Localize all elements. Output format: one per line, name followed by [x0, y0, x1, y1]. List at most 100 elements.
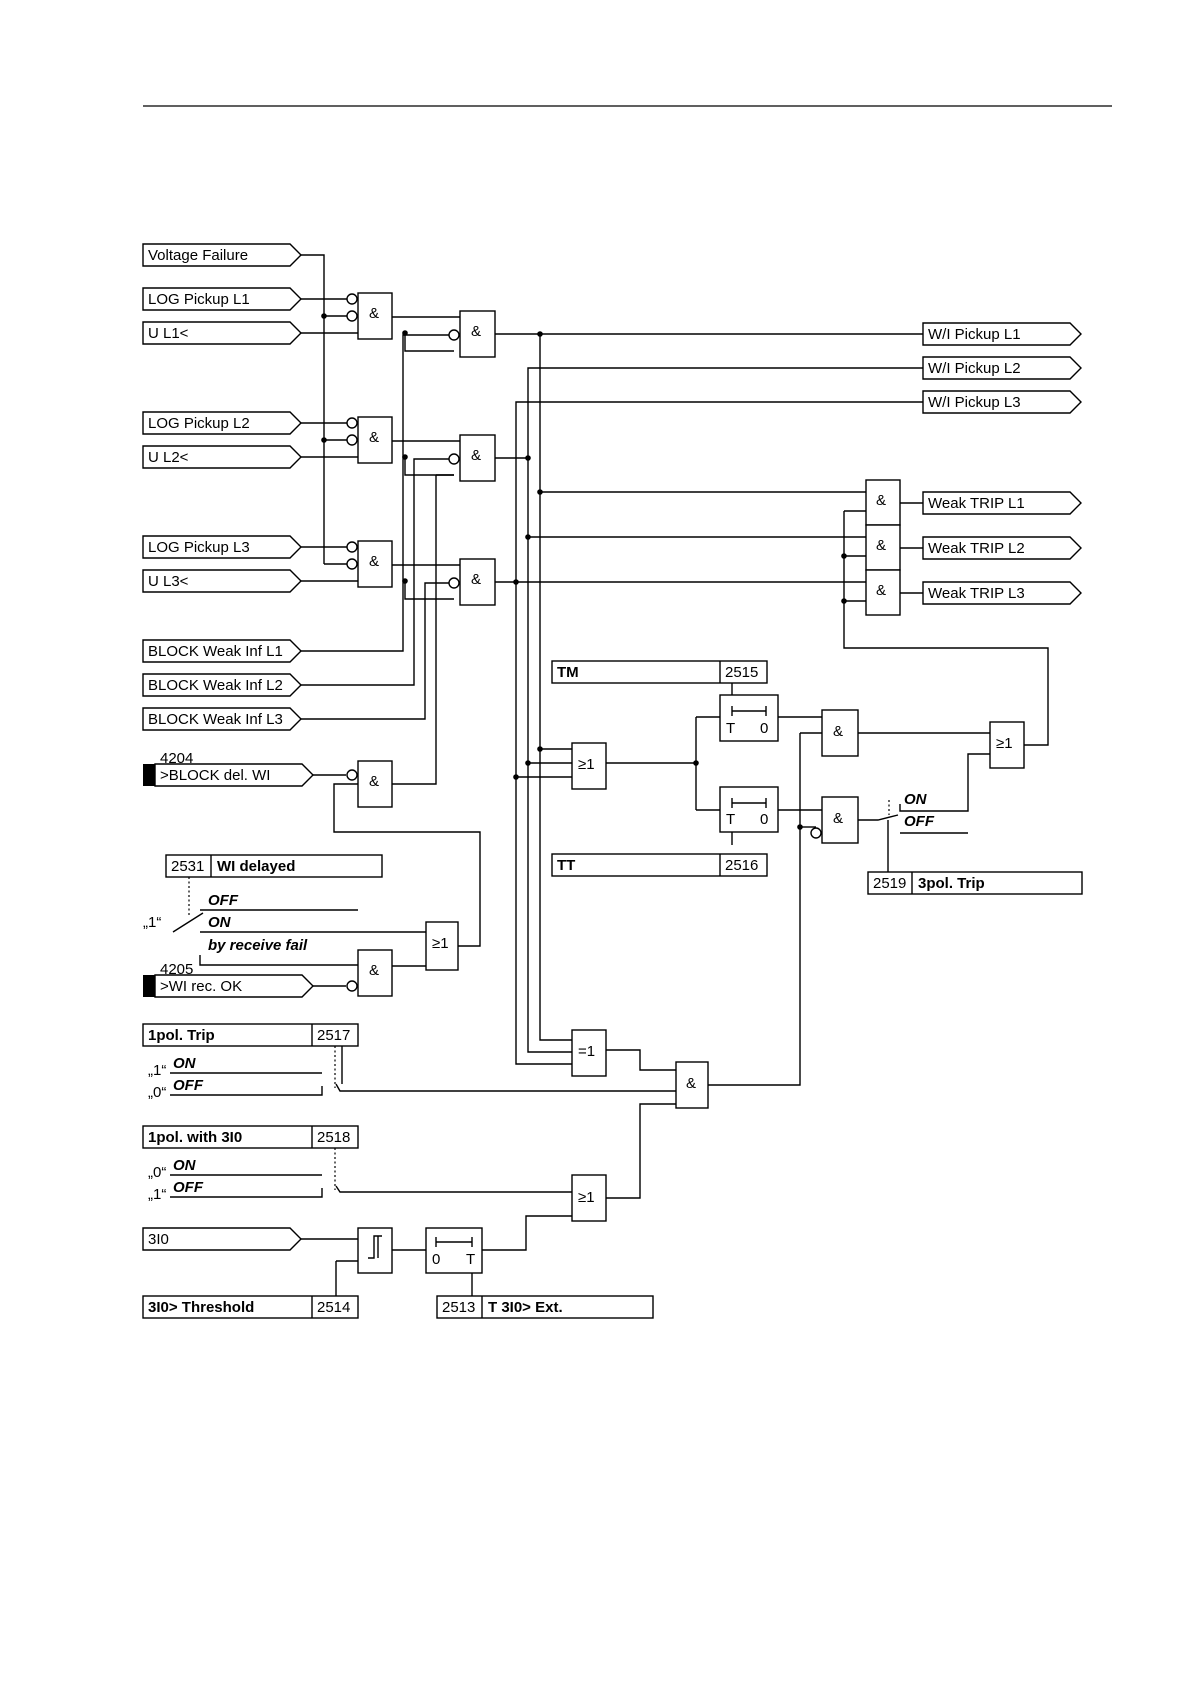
param-tm: [551, 660, 768, 684]
timer-tm-0: 0: [760, 720, 768, 737]
param-tt-number: 2516: [725, 857, 758, 874]
tag-u-l1: [142, 321, 302, 345]
label-u-l3: U L3<: [148, 573, 189, 590]
3pol-on-label: ON: [904, 791, 928, 808]
inverter-l3-a1: [346, 541, 358, 553]
tag-block-l1: [142, 639, 302, 663]
label-wi-pickup-l1: W/I Pickup L1: [928, 326, 1021, 343]
and-gate-l1-a: [357, 292, 393, 340]
and-gate-tt-label: &: [833, 810, 843, 827]
param-3pol-trip-number: 2519: [873, 875, 906, 892]
label-weak-trip-l2: Weak TRIP L2: [928, 540, 1025, 557]
or-gate-wi-delayed: [425, 921, 459, 971]
output-tags: W/I Pickup L1 W/I Pickup L2 W/I Pickup L…: [922, 322, 1082, 605]
inverter-l1-a2: [346, 310, 358, 322]
switch-labels: OFF ON by receive fail „1“ ON OFF „1“ ON…: [143, 791, 935, 1203]
wi-delayed-on-label: ON: [208, 914, 232, 931]
and-gate-wi-rec: [357, 949, 393, 997]
param-wi-delayed: [165, 854, 383, 878]
timer-3i0-t: T: [466, 1251, 475, 1268]
1pol-zero-label: „0“: [148, 1084, 166, 1101]
input-tags: Voltage Failure LOG Pickup L1 U L1< LOG …: [142, 243, 314, 1251]
and-gate-l3-a: [357, 540, 393, 588]
param-tt: [551, 853, 768, 877]
tag-weak-trip-l2: [922, 536, 1082, 560]
param-3pol-trip-name: 3pol. Trip: [918, 875, 985, 892]
and-gate-weak-trip-l3: [865, 569, 901, 616]
and-gate-block-del-label: &: [369, 773, 379, 790]
tag-log-pickup-l2: [142, 411, 302, 435]
label-u-l2: U L2<: [148, 449, 189, 466]
3pol-off-label: OFF: [904, 813, 935, 830]
and-gate-l3-a-label: &: [369, 553, 379, 570]
and-gate-weak-trip-l1-label: &: [876, 492, 886, 509]
label-weak-trip-l3: Weak TRIP L3: [928, 585, 1025, 602]
number-4204: 4204: [160, 750, 193, 767]
param-3i0-threshold-number: 2514: [317, 1299, 350, 1316]
param-3i0-threshold: [142, 1295, 359, 1319]
inverter-tt: [810, 827, 822, 839]
1pol3i0-on-label: ON: [173, 1157, 197, 1174]
inverter-l3-a2: [346, 558, 358, 570]
tag-log-pickup-l3: [142, 535, 302, 559]
xor-gate-label: =1: [578, 1043, 595, 1060]
tag-weak-trip-l3: [922, 581, 1082, 605]
and-gate-l3-b: [459, 558, 496, 606]
threshold-detector: [357, 1227, 393, 1274]
param-3i0-threshold-name: 3I0> Threshold: [148, 1299, 254, 1316]
label-wi-pickup-l3: W/I Pickup L3: [928, 394, 1021, 411]
and-gate-l2-a-label: &: [369, 429, 379, 446]
and-gate-l2-b-label: &: [471, 447, 481, 464]
tag-voltage-failure: [142, 243, 302, 267]
and-gate-tm-label: &: [833, 723, 843, 740]
number-4205: 4205: [160, 961, 193, 978]
inverter-l2-a2: [346, 434, 358, 446]
timer-tt-t: T: [726, 811, 735, 828]
and-gate-block-del: [357, 760, 393, 808]
and-gate-weak-trip-l2-label: &: [876, 537, 886, 554]
tag-u-l3: [142, 569, 302, 593]
param-tt-name: TT: [557, 857, 575, 874]
param-tm-number: 2515: [725, 664, 758, 681]
param-1pol-trip-number: 2517: [317, 1027, 350, 1044]
gates: & & & & & & & & ≥1 &: [346, 292, 1025, 1274]
param-t-3i0-ext: [436, 1295, 654, 1319]
tag-log-pickup-l1: [142, 287, 302, 311]
param-1pol-with-3i0-name: 1pol. with 3I0: [148, 1129, 242, 1146]
timer-3i0: [425, 1227, 483, 1274]
param-wi-delayed-number: 2531: [171, 858, 204, 875]
or-gate-3i0-label: ≥1: [578, 1189, 595, 1206]
and-gate-weak-trip-l2: [865, 524, 901, 571]
param-1pol-with-3i0: [142, 1125, 359, 1149]
label-block-l1: BLOCK Weak Inf L1: [148, 643, 283, 660]
and-gate-weak-trip-l3-label: &: [876, 582, 886, 599]
or-gate-timers-label: ≥1: [578, 756, 595, 773]
label-block-del-wi: >BLOCK del. WI: [160, 767, 270, 784]
and-gate-tt: [821, 796, 859, 844]
label-log-pickup-l3: LOG Pickup L3: [148, 539, 250, 556]
and-gate-l1-b: [459, 310, 496, 358]
and-gate-l1-a-label: &: [369, 305, 379, 322]
parameter-boxes: TM 2515 TT 2516 2531 WI delayed 2519 3po…: [142, 660, 1083, 1319]
1pol-on-label: ON: [173, 1055, 197, 1072]
and-gate-1pol-label: &: [686, 1075, 696, 1092]
label-weak-trip-l1: Weak TRIP L1: [928, 495, 1025, 512]
1pol3i0-zero-label: „0“: [148, 1164, 166, 1181]
and-gate-l2-a: [357, 416, 393, 464]
param-1pol-with-3i0-number: 2518: [317, 1129, 350, 1146]
or-gate-3i0: [571, 1174, 607, 1222]
label-wi-rec-ok: >WI rec. OK: [160, 978, 242, 995]
param-1pol-trip-name: 1pol. Trip: [148, 1027, 215, 1044]
label-log-pickup-l2: LOG Pickup L2: [148, 415, 250, 432]
param-t-3i0-ext-name: T 3I0> Ext.: [488, 1299, 563, 1316]
and-gate-tm: [821, 709, 859, 757]
param-3pol-trip: [867, 871, 1083, 895]
inverter-wi-rec: [346, 980, 358, 992]
binary-input-marker-4205: [143, 975, 155, 997]
wires: [172, 254, 1049, 1296]
label-voltage-failure: Voltage Failure: [148, 247, 248, 264]
param-1pol-trip: [142, 1023, 359, 1047]
or-gate-final: [989, 721, 1025, 769]
inverter-l1-b: [448, 329, 460, 341]
